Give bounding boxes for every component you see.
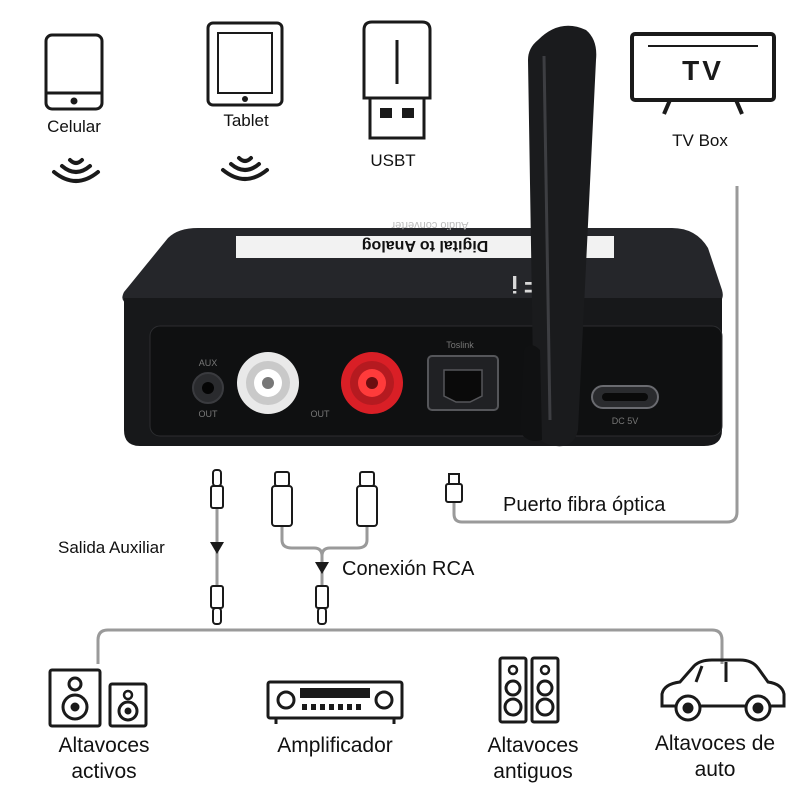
rca-white-port: [237, 352, 299, 414]
output-label-amplifier: Amplificador: [255, 733, 415, 759]
output-distribution-line: [96, 628, 724, 664]
output-label-line1: Altavoces: [487, 734, 579, 757]
aux-in-label: AUX: [199, 358, 218, 368]
connection-label-optical: Puerto fibra óptica: [503, 494, 666, 516]
source-label-tv-box: TV Box: [672, 131, 728, 150]
output-label-car-speakers: Altavoces de auto: [640, 731, 790, 784]
device-top-sublabel: Audio converter: [391, 219, 468, 231]
connection-label-rca: Conexión RCA: [342, 558, 475, 580]
active-speakers-icon: [48, 668, 148, 728]
device-top-label: Digital to Analog: [362, 237, 489, 254]
source-label-celular: Celular: [47, 117, 101, 136]
wireless-signal-icon: [52, 158, 100, 183]
output-label-line2: activos: [71, 760, 137, 784]
optical-cable: [452, 186, 739, 524]
optical-connector: [445, 473, 463, 503]
output-label-line2: antiguos: [493, 760, 573, 784]
rca-out-label: OUT: [311, 409, 331, 419]
output-label-active-speakers: Altavoces activos: [36, 733, 172, 786]
usb-dongle-icon: [362, 20, 432, 140]
aux-cable: [210, 469, 224, 625]
optical-port-label: Toslink: [446, 340, 474, 350]
source-label-tablet: Tablet: [223, 111, 269, 130]
aux-out-label: OUT: [199, 409, 219, 419]
power-port-label: DC 5V: [612, 416, 639, 426]
rca-cable: [271, 471, 378, 625]
output-label-line1: Amplificador: [277, 734, 393, 757]
amplifier-icon: [266, 680, 404, 724]
output-label-tower-speakers: Altavoces antiguos: [465, 733, 601, 786]
connection-label-aux: Salida Auxiliar: [58, 538, 165, 557]
tv-screen-text: TV: [682, 55, 724, 86]
tablet-icon: [206, 21, 284, 107]
output-label-line1: Altavoces: [58, 734, 150, 757]
smartphone-icon: [44, 33, 104, 111]
output-label-line1: Altavoces de: [654, 732, 776, 755]
power-port: [591, 385, 659, 409]
tower-speakers-icon: [498, 656, 560, 724]
hifi-converter-device: AUX OUT OUT Toslink DC 5V Digital to Ana…: [122, 25, 723, 447]
source-label-usbt: USBT: [370, 151, 416, 170]
optical-port: [427, 355, 499, 411]
rca-red-port: [341, 352, 403, 414]
output-label-line2: auto: [694, 758, 736, 782]
tv-icon: [630, 32, 776, 115]
wireless-signal-icon: [221, 156, 269, 181]
car-icon: [660, 658, 786, 722]
antenna: [520, 25, 597, 447]
